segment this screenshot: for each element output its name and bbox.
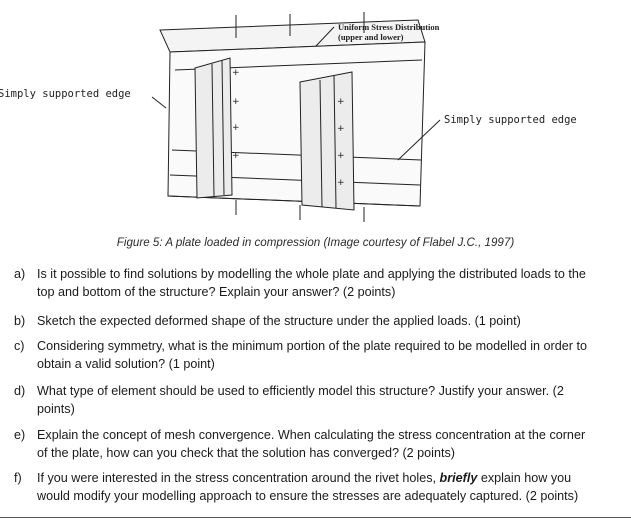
svg-text:+: + <box>337 178 345 188</box>
question-text: Explain the concept of mesh convergence.… <box>37 428 586 460</box>
svg-text:+: + <box>337 151 345 161</box>
question-text: If you were interested in the stress con… <box>37 470 599 505</box>
question-label: d) <box>14 384 26 398</box>
question-label: a) <box>14 267 26 281</box>
question-d: d) What type of element should be used t… <box>14 383 599 418</box>
plate-figure: + + + + + + + + Uniform Stress Distribution (u… <box>0 12 577 222</box>
svg-text:+: + <box>337 97 345 107</box>
stiffener-right <box>299 71 355 211</box>
question-label: f) <box>14 471 22 485</box>
question-text: Sketch the expected deformed shape of th… <box>37 314 521 328</box>
left-edge-label: Simply supported edge <box>0 88 131 100</box>
uniform-stress-label-1: Uniform Stress Distribution <box>338 22 440 32</box>
question-text-after: explain how you would modify your modell… <box>37 471 579 503</box>
question-text: Considering symmetry, what is the minimu… <box>37 339 587 371</box>
question-a: a) Is it possible to find solutions by m… <box>14 266 599 301</box>
svg-text:+: + <box>337 124 345 134</box>
question-f: f) If you were interested in the stress … <box>14 470 599 505</box>
svg-text:+: + <box>232 123 240 133</box>
figure-caption: Figure 5: A plate loaded in compression … <box>116 236 515 249</box>
question-b: b) Sketch the expected deformed shape of… <box>14 313 599 331</box>
right-edge-label: Simply supported edge <box>444 114 577 126</box>
svg-text:+: + <box>232 97 240 107</box>
question-c: c) Considering symmetry, what is the min… <box>14 338 599 373</box>
question-label: c) <box>14 339 25 353</box>
question-emphasis: briefly <box>439 471 478 485</box>
question-e: e) Explain the concept of mesh convergen… <box>14 427 599 462</box>
question-text: Is it possible to find solutions by mode… <box>37 267 586 299</box>
page-bottom-rule <box>0 517 631 518</box>
question-label: b) <box>14 314 26 328</box>
question-text-before: If you were interested in the stress con… <box>37 471 437 485</box>
uniform-stress-label-2: (upper and lower) <box>338 32 404 42</box>
rivet-marks: + + + + + + + + <box>232 68 345 188</box>
plate-drawing <box>151 12 441 222</box>
question-label: e) <box>14 428 26 442</box>
svg-text:+: + <box>232 68 240 78</box>
svg-text:+: + <box>232 151 240 161</box>
question-text: What type of element should be used to e… <box>37 384 564 416</box>
